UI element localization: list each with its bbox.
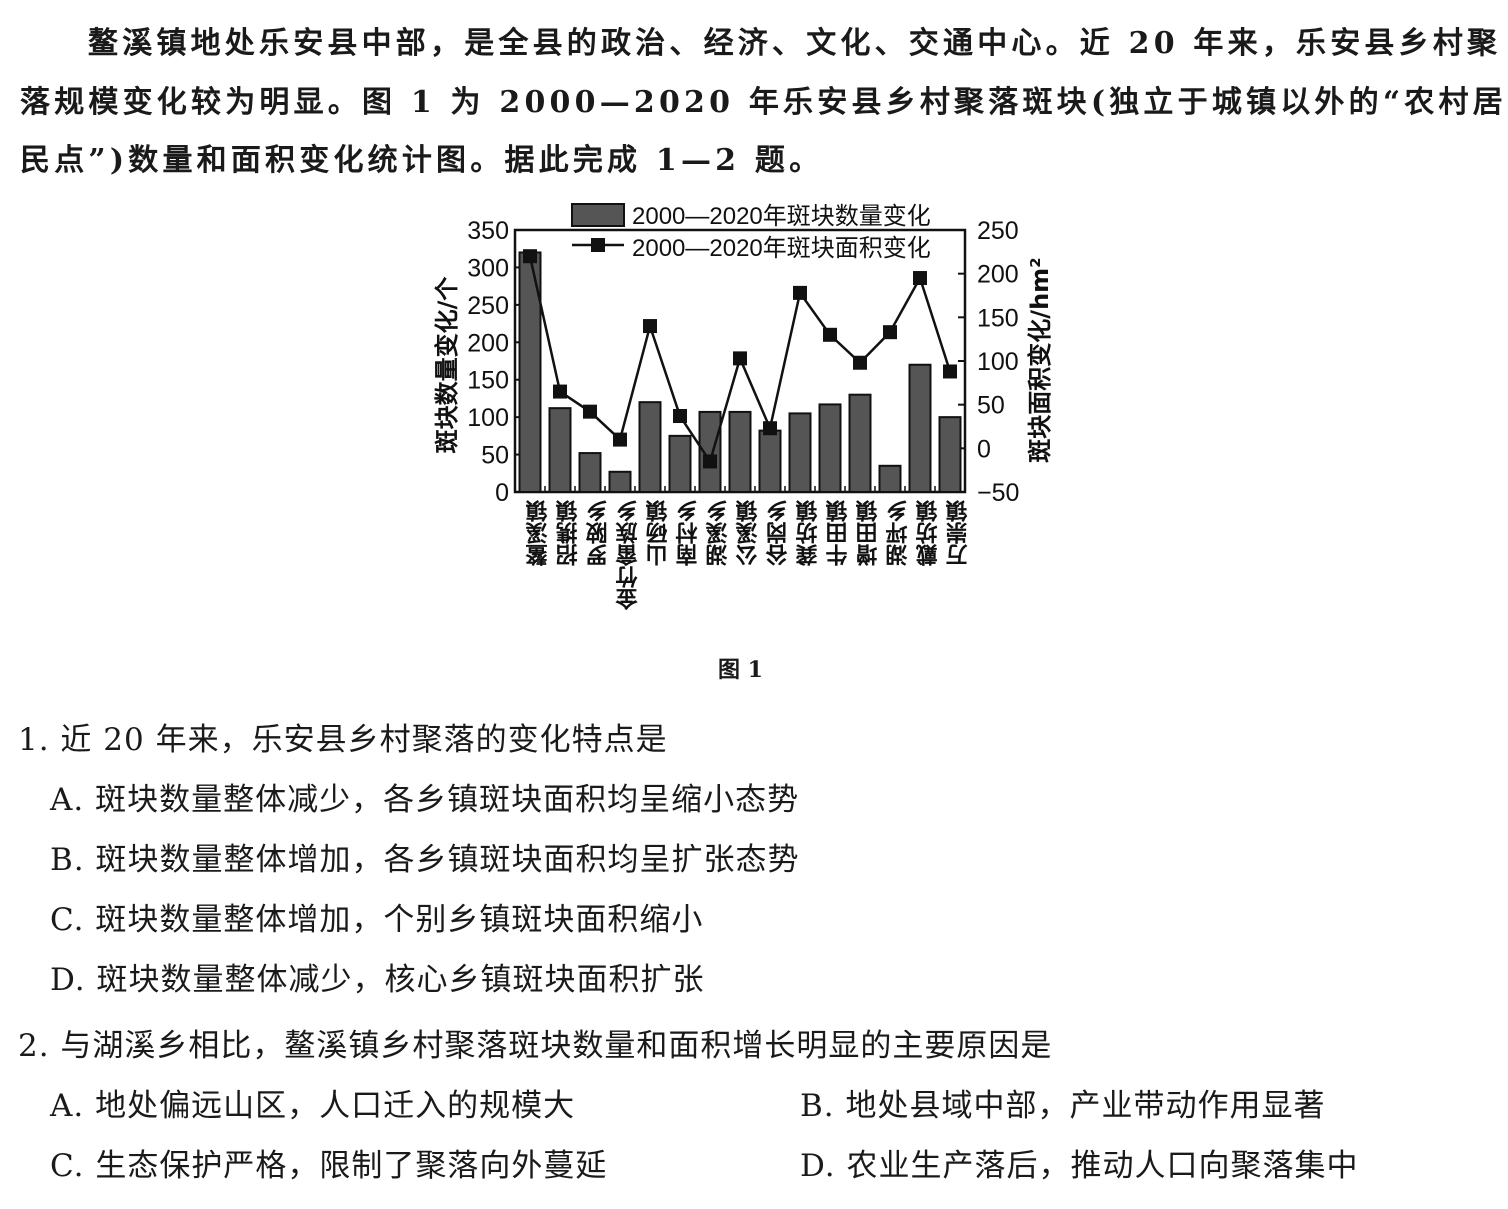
line-point-公溪镇	[733, 351, 747, 366]
right-tick-label: 50	[977, 392, 1005, 420]
left-tick-label: 150	[467, 367, 509, 395]
figure-caption: 图 1	[718, 657, 763, 683]
category-label: 谷岗乡	[766, 500, 792, 566]
legend-line-label: 2000—2020年斑块面积变化	[632, 235, 931, 262]
line-point-龚坊镇	[793, 285, 807, 300]
option-b: B. 斑块数量整体增加，各乡镇斑块面积均呈扩张态势	[50, 842, 800, 878]
category-label: 招携镇	[556, 499, 582, 566]
left-tick-label: 50	[481, 442, 509, 470]
category-label: 湖溪乡	[706, 500, 732, 566]
bar-南村乡	[668, 434, 692, 494]
intro-line: 鳌溪镇地处乐安县中部，是全县的政治、经济、文化、交通中心。近 20 年来，乐安县…	[88, 26, 1502, 61]
left-tick-label: 350	[467, 217, 509, 245]
left-tick-label: 200	[467, 329, 509, 357]
right-tick-label: 100	[977, 348, 1019, 376]
bar-金竹畲族乡	[608, 470, 632, 494]
bar-谷岗乡	[758, 429, 782, 494]
figure-1-chart: 0 50 100 150 200 250 300 350 −50 0 50 100 150 200 250 鳌…	[433, 203, 1054, 611]
category-label: 增田镇	[856, 499, 882, 567]
left-tick-label: 300	[467, 254, 509, 282]
bar-湖溪乡	[698, 410, 722, 494]
bar-湖坪乡	[878, 464, 902, 493]
category-label: 山砀镇	[646, 499, 672, 566]
bar-招携镇	[548, 407, 572, 493]
left-tick-label: 100	[467, 404, 509, 432]
bar-山砀镇	[638, 401, 662, 493]
line-point-戴坊镇	[913, 271, 927, 286]
line-point-鳌溪镇	[523, 249, 537, 264]
right-tick-label: 0	[977, 435, 991, 463]
bar-罗陂乡	[578, 452, 602, 493]
bar-戴坊镇	[908, 363, 932, 493]
right-axis-title: 斑块面积变化/hm²	[1026, 257, 1054, 462]
category-label: 湖坪乡	[886, 500, 912, 566]
category-label: 万崇镇	[945, 499, 972, 566]
left-tick-label: 250	[467, 292, 509, 320]
category-label: 牛田镇	[826, 499, 852, 567]
right-tick-label: 200	[977, 261, 1019, 289]
legend-line-marker	[591, 238, 605, 252]
right-tick-label: 250	[977, 217, 1019, 245]
line-point-增田镇	[853, 355, 867, 370]
option-d: D. 农业生产落后，推动人口向聚落集中	[800, 1148, 1359, 1184]
category-label: 龚坊镇	[796, 499, 822, 567]
bar-龚坊镇	[788, 412, 812, 493]
option-c: C. 生态保护严格，限制了聚落向外蔓延	[50, 1148, 608, 1184]
line-point-万崇镇	[943, 364, 957, 379]
option-c: C. 斑块数量整体增加，个别乡镇斑块面积缩小	[50, 902, 704, 938]
line-point-谷岗乡	[763, 421, 777, 436]
legend-bar-label: 2000—2020年斑块数量变化	[632, 203, 931, 230]
legend-bar-swatch	[571, 203, 625, 227]
intro-line: 落规模变化较为明显。图 1 为 2000—2020 年乐安县乡村聚落斑块(独立于…	[20, 85, 1507, 120]
bar-牛田镇	[818, 403, 842, 493]
bar-万崇镇	[938, 416, 962, 493]
option-d: D. 斑块数量整体减少，核心乡镇斑块面积扩张	[50, 962, 705, 998]
left-axis-title: 斑块数量变化/个	[433, 276, 461, 454]
category-label: 金竹畲族乡	[615, 500, 642, 611]
option-b: B. 地处县域中部，产业带动作用显著	[800, 1088, 1326, 1124]
question-stem: 1. 近 20 年来，乐安县乡村聚落的变化特点是	[18, 722, 668, 758]
option-a: A. 地处偏远山区，人口迁入的规模大	[50, 1088, 576, 1124]
bar-公溪镇	[728, 410, 752, 494]
category-label: 鳌溪镇	[526, 499, 552, 567]
line-point-山砀镇	[643, 319, 657, 334]
question-stem: 2. 与湖溪乡相比，鳌溪镇乡村聚落斑块数量和面积增长明显的主要原因是	[18, 1028, 1053, 1064]
line-point-罗陂乡	[583, 404, 597, 419]
category-label: 罗陂乡	[586, 500, 612, 566]
category-label: 戴坊镇	[916, 499, 942, 566]
category-label: 公溪镇	[736, 499, 762, 566]
line-point-牛田镇	[823, 327, 837, 342]
right-tick-label: 150	[977, 304, 1019, 332]
right-tick-label: −50	[977, 479, 1019, 507]
line-point-湖坪乡	[883, 325, 897, 340]
line-point-金竹畲族乡	[613, 432, 627, 447]
category-label: 南村乡	[676, 500, 702, 566]
line-point-南村乡	[673, 409, 687, 424]
left-tick-label: 0	[495, 479, 509, 507]
line-point-招携镇	[553, 384, 567, 399]
bar-增田镇	[848, 393, 872, 493]
option-a: A. 斑块数量整体减少，各乡镇斑块面积均呈缩小态势	[50, 782, 800, 818]
intro-line: 民点”)数量和面积变化统计图。据此完成 1—2 题。	[20, 143, 824, 178]
line-point-湖溪乡	[703, 454, 717, 469]
